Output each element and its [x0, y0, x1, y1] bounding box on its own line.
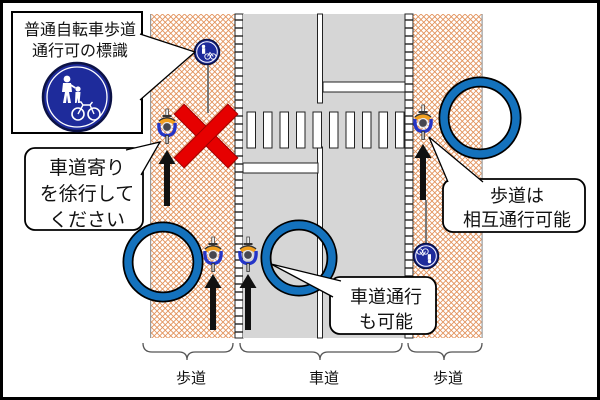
callout-twoway-box — [442, 178, 586, 233]
allowed-circle-icon — [260, 219, 338, 297]
callout-roadway-line1: 車道通行 — [350, 287, 422, 308]
pedestrian-bicycle-sign-icon — [41, 61, 113, 133]
allowed-circle-icon — [438, 76, 522, 160]
callout-twoway-line2: 相互通行可能 — [463, 210, 571, 232]
callout-slow-line2: を徐行して — [39, 183, 135, 206]
callout-twoway-line1: 歩道は — [490, 186, 544, 207]
zone-label-sidewalk-right: 歩道 — [432, 369, 463, 387]
callout-roadway-box — [329, 276, 437, 335]
legend-title-line2: 通行可の標識 — [31, 40, 128, 60]
legend-title-line1: 普通自転車歩道 — [23, 20, 136, 39]
callout-roadway-pointer — [270, 263, 342, 298]
curb-left — [234, 13, 244, 339]
callout-twoway-text: 歩道は 相互通行可能 — [448, 185, 586, 234]
diagram-canvas — [11, 11, 586, 361]
allowed-circle-icon — [122, 221, 204, 303]
pedestrian-bicycle-sign-icon — [193, 38, 221, 66]
crosswalk-marking — [246, 111, 405, 149]
callout-slow-text: 車道寄り を徐行して ください — [30, 155, 144, 234]
stop-line-marking — [242, 162, 319, 174]
zone-braces — [142, 342, 483, 361]
prohibited-x-icon — [173, 103, 239, 169]
callout-slow-pointer — [125, 141, 162, 176]
pedestrian-bicycle-sign-icon — [412, 242, 440, 270]
callout-slow-box — [24, 147, 144, 231]
callout-roadway-text: 車道通行 も可能 — [335, 285, 437, 335]
stop-line-marking — [322, 81, 406, 93]
callout-twoway-pointer — [428, 136, 484, 183]
callout-roadway-line2: も可能 — [359, 312, 413, 334]
legend-title: 普通自転車歩道 通行可の標識 — [17, 20, 143, 62]
zone-label-sidewalk-left: 歩道 — [175, 369, 206, 387]
legend-pointer — [139, 33, 197, 101]
zone-label-roadway: 車道 — [308, 369, 339, 387]
callout-slow-line1: 車道寄り — [48, 157, 125, 179]
callout-slow-line3: ください — [48, 209, 125, 232]
